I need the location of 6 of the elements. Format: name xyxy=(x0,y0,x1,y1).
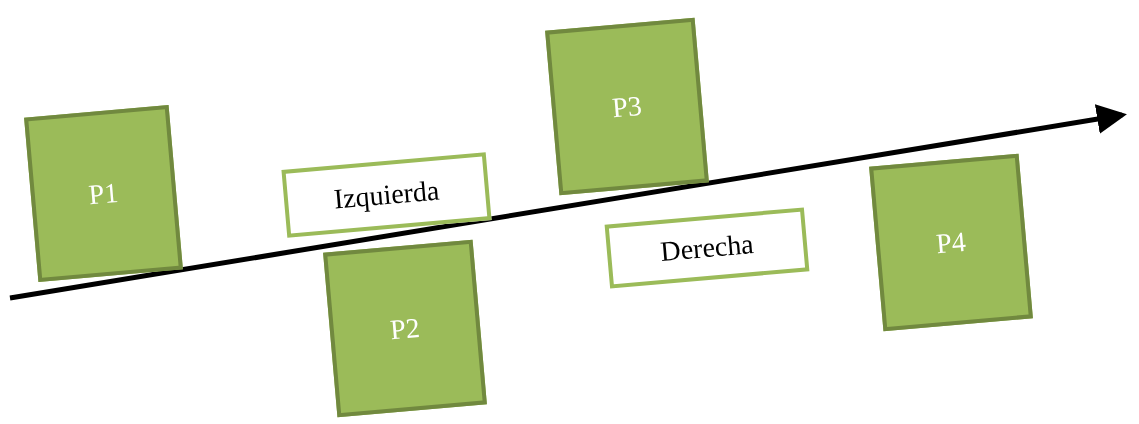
node-label: P4 xyxy=(934,224,968,260)
node-label: Izquierda xyxy=(331,174,441,216)
node-label: P3 xyxy=(610,88,644,124)
node-label: P2 xyxy=(388,310,422,346)
node-label: Derecha xyxy=(659,228,755,268)
node-label: P1 xyxy=(86,175,120,211)
